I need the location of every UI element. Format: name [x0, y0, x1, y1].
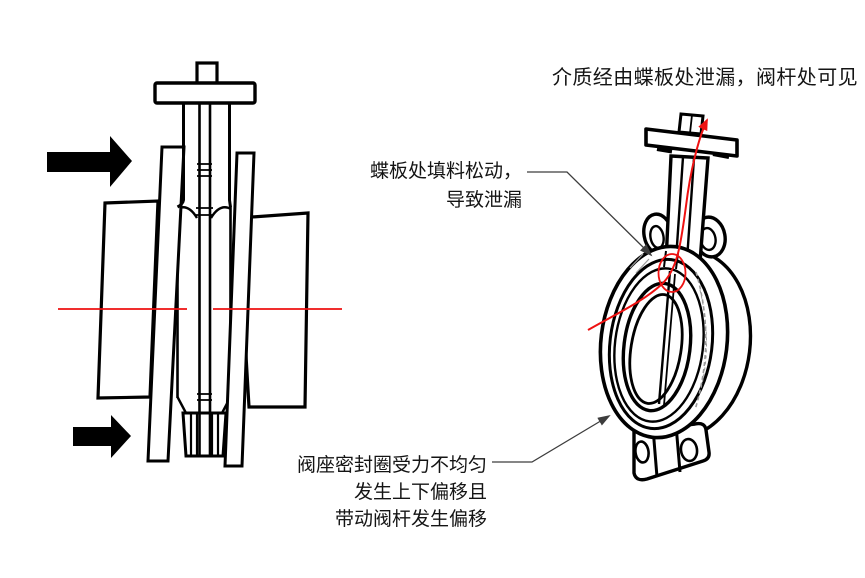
stem-cap-bar [153, 81, 257, 105]
neck-stem-lines [674, 156, 696, 261]
leader-seat [492, 414, 611, 463]
red-annotations [58, 118, 708, 331]
disc-edge [628, 293, 684, 405]
annotation-seat-seal: 阀座密封圈受力不均匀 发生上下偏移且 带动阀杆发生偏移 [297, 452, 487, 533]
annotation-seat-line1: 阀座密封圈受力不均匀 [296, 455, 487, 476]
valve-neck [176, 104, 232, 209]
leak-path-arrow [587, 118, 708, 331]
pipe-left [96, 199, 160, 400]
seat-ring-inner [613, 267, 705, 423]
disc-hub-block [181, 411, 228, 458]
flow-arrow-upper [47, 136, 132, 187]
leader-packing [527, 171, 653, 257]
left-valve-figure [47, 61, 310, 468]
flow-arrow-lower [73, 415, 131, 458]
right-valve-figure [598, 112, 753, 482]
stem-top-square-line [689, 114, 693, 134]
leak-area-circle [657, 253, 687, 293]
seat-ring-outer [607, 257, 715, 431]
seat-shading-arc-2 [699, 289, 707, 393]
disc-hub-block-lines [189, 414, 220, 455]
annotation-stem-leak: 介质经由蝶板处泄漏，阀杆处可见 [552, 67, 858, 89]
annotation-packing-line1: 蝶板处填料松动， [369, 161, 522, 182]
stem-top-square [195, 61, 219, 86]
annotation-seat-line3: 带动阀杆发生偏移 [334, 509, 487, 530]
foot-hole-right [679, 437, 699, 463]
valve-stem [198, 104, 212, 455]
gasket-plate-left [146, 145, 186, 463]
annotation-packing-line2: 导致泄漏 [445, 190, 522, 211]
annotation-seat-line2: 发生上下偏移且 [353, 482, 487, 503]
annotation-packing-loose: 蝶板处填料松动， 导致泄漏 [370, 157, 522, 215]
seat-shading-arc [694, 271, 707, 411]
disc-stem-axis-2 [663, 273, 676, 406]
foot-hole-left [634, 440, 650, 464]
disc-column-edges [176, 206, 232, 398]
leader-lines [492, 171, 653, 463]
stem-packing-ticks [196, 163, 213, 401]
cap-slots [656, 147, 730, 159]
disc-stem-axis [657, 270, 672, 405]
stem-cap-bar-iso [644, 127, 739, 158]
